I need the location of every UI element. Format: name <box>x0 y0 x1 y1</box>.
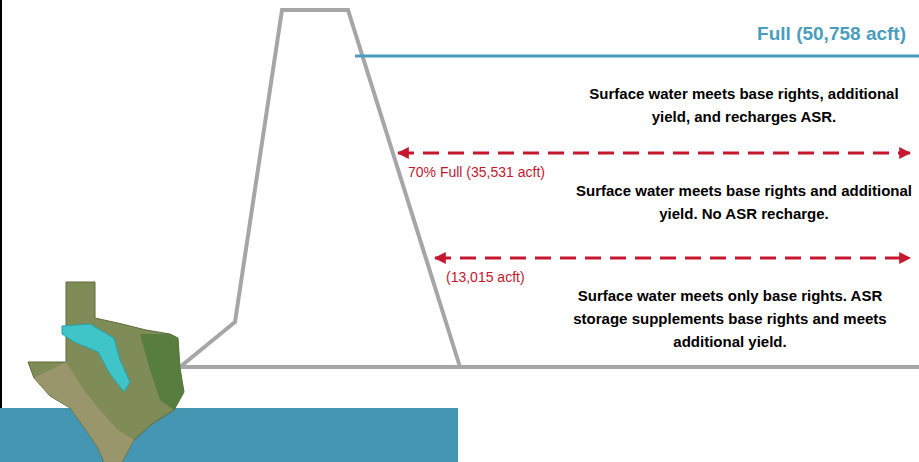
capacity-label: Full (50,758 acft) <box>757 22 906 45</box>
zone-note: Surface water meets only base rights. AS… <box>560 284 900 353</box>
texas-map <box>28 282 184 462</box>
map-terrain <box>140 334 184 410</box>
level-marker-line <box>398 152 910 155</box>
level-marker-line <box>435 257 910 260</box>
level-label: (13,015 acft) <box>446 266 525 289</box>
zone-note: Surface water meets base rights, additio… <box>574 82 914 128</box>
level-label: 70% Full (35,531 acft) <box>408 161 545 184</box>
basin-region <box>62 324 130 392</box>
water-level-line <box>355 55 919 58</box>
zone-note: Surface water meets base rights and addi… <box>574 179 914 225</box>
water-band <box>0 408 458 462</box>
dam-outline <box>180 10 919 367</box>
frame-line <box>0 0 2 462</box>
